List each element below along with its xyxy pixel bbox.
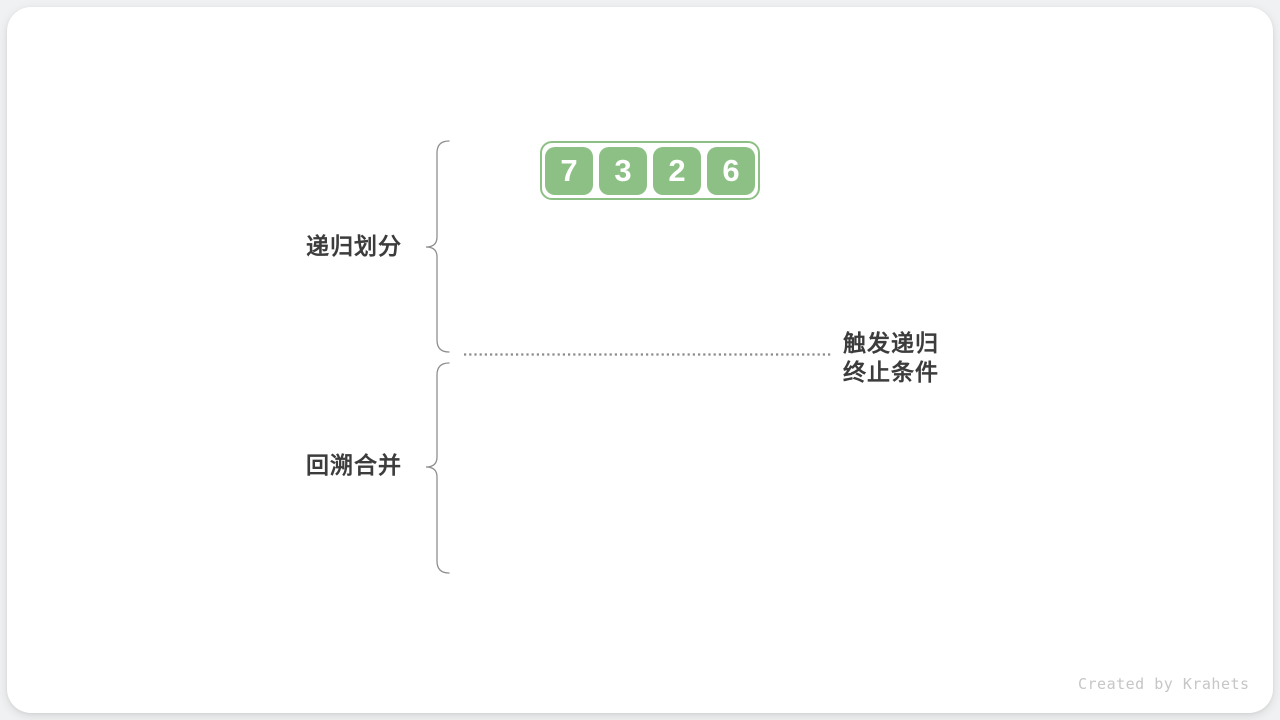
label-recursive-divide: 递归划分 (306, 233, 402, 259)
array-container: 7 3 2 6 (540, 141, 760, 200)
array-cell: 3 (599, 146, 647, 195)
diagram-card (7, 7, 1273, 713)
array-cell: 6 (707, 146, 755, 195)
array-cell: 7 (545, 146, 593, 195)
array-cell: 2 (653, 146, 701, 195)
termination-condition-line2: 终止条件 (843, 359, 939, 385)
termination-condition-line1: 触发递归 (843, 330, 939, 356)
credit-text: Created by Krahets (1078, 675, 1250, 693)
label-termination-condition: 触发递归 终止条件 (843, 329, 939, 387)
label-backtrack-merge: 回溯合并 (306, 452, 402, 478)
